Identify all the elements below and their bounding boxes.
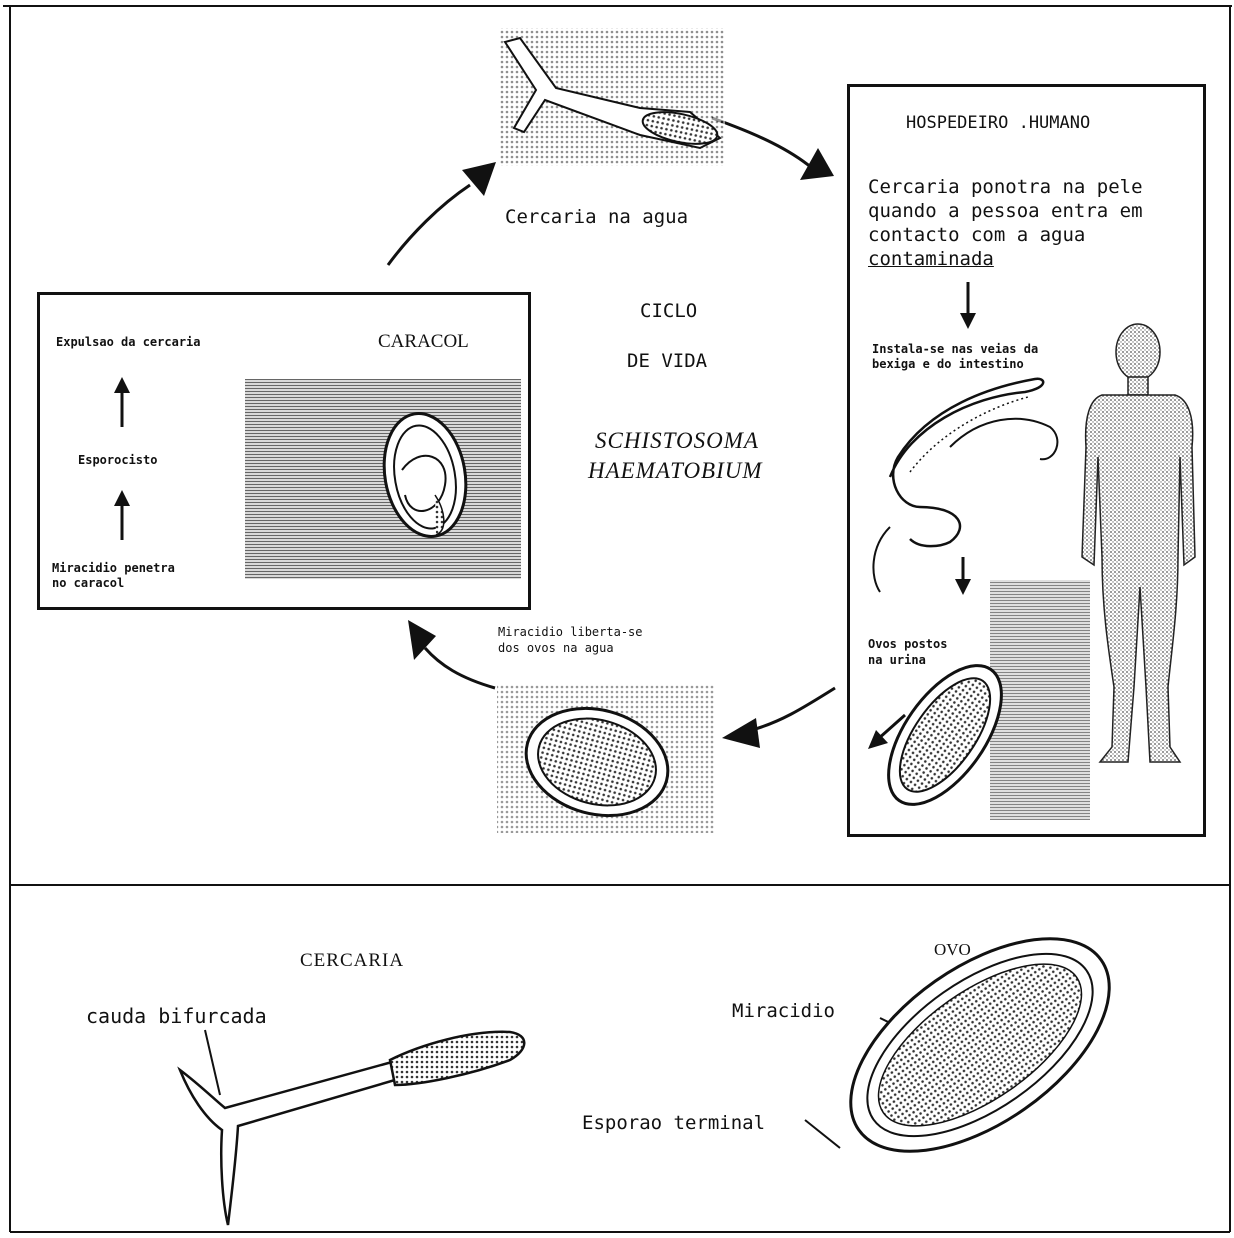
tail-label: cauda bifurcada <box>86 1004 267 1028</box>
human-host-panel: HOSPEDEIRO .HUMANO Cercaria ponotra na p… <box>847 84 1206 837</box>
cycle-title-line2: DE VIDA <box>627 350 707 372</box>
arrow-to-human <box>712 118 812 168</box>
species-line2: HAEMATOBIUM <box>588 458 763 484</box>
human-host-drawing <box>850 87 1203 834</box>
species-line1: SCHISTOSOMA <box>595 428 759 454</box>
egg-title: OVO <box>934 940 971 960</box>
arrow-to-egg <box>752 688 835 730</box>
spur-label: Esporao terminal <box>582 1112 765 1134</box>
arrowhead-to-cercaria <box>462 162 496 196</box>
snail-panel: Expulsao da cercaria CARACOL Esporocisto… <box>37 292 531 610</box>
miracidium-label: Miracidio <box>732 1000 835 1022</box>
arrow-to-snail <box>425 648 495 688</box>
cercaria-water-caption: Cercaria na agua <box>505 206 688 228</box>
arrowhead-to-egg <box>722 718 760 748</box>
miracidium-release-line1: Miracidio liberta-se <box>498 625 643 639</box>
cycle-title-line1: CICLO <box>640 300 697 322</box>
arrow-to-cercaria <box>388 185 470 265</box>
snail-drawing <box>40 295 528 607</box>
miracidium-release-line2: dos ovos na agua <box>498 641 614 655</box>
cercaria-title: CERCARIA <box>300 950 404 972</box>
